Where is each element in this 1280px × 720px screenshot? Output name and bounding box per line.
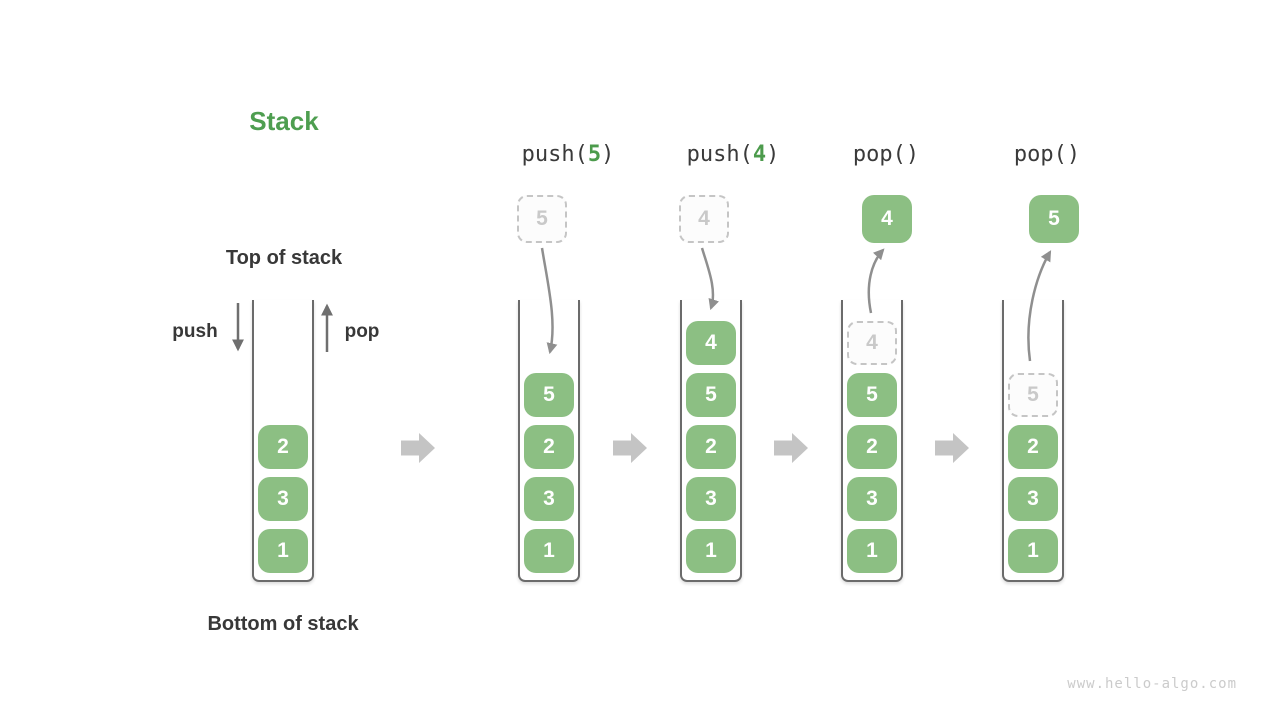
operation-label: pop(): [1014, 142, 1080, 167]
floating-item-dashed: 5: [517, 195, 567, 243]
stack-container: [518, 300, 580, 582]
bottom-of-stack-label: Bottom of stack: [207, 613, 359, 635]
stack-item: 3: [258, 477, 308, 521]
operation-arg: 5: [587, 142, 602, 167]
transition-arrow-icon: [401, 433, 435, 463]
stack-item: 2: [524, 425, 574, 469]
stack-item: 1: [847, 529, 897, 573]
stack-item: 1: [1008, 529, 1058, 573]
watermark: www.hello-algo.com: [1067, 676, 1237, 692]
stack-container: [1002, 300, 1064, 582]
operation-pre: push(: [521, 142, 588, 167]
transition-arrow-icon: [613, 433, 647, 463]
floating-item-solid: 5: [1029, 195, 1079, 243]
stack-item: 2: [686, 425, 736, 469]
stack-item: 1: [258, 529, 308, 573]
stack-container: [841, 300, 903, 582]
stack-item-ghost: 4: [847, 321, 897, 365]
stack-item: 5: [847, 373, 897, 417]
stack-item: 1: [524, 529, 574, 573]
transition-arrow-icon: [774, 433, 808, 463]
stack-container: [252, 300, 314, 582]
stack-container: [680, 300, 742, 582]
stack-item: 1: [686, 529, 736, 573]
stack-item: 3: [1008, 477, 1058, 521]
stack-item: 5: [524, 373, 574, 417]
top-of-stack-label: Top of stack: [225, 247, 343, 269]
stack-item: 2: [1008, 425, 1058, 469]
stack-item: 3: [524, 477, 574, 521]
operation-post: ): [601, 142, 615, 167]
operation-post: ): [766, 142, 780, 167]
pop-label: pop: [344, 321, 380, 342]
operation-label: push(5): [522, 142, 615, 167]
stack-item: 5: [686, 373, 736, 417]
floating-item-solid: 4: [862, 195, 912, 243]
stack-item: 3: [847, 477, 897, 521]
transition-arrow-icon: [935, 433, 969, 463]
push-label: push: [172, 321, 218, 342]
stack-item: 3: [686, 477, 736, 521]
stack-item: 2: [847, 425, 897, 469]
operation-label: push(4): [687, 142, 780, 167]
operation-arg: 4: [752, 142, 767, 167]
operation-label: pop(): [853, 142, 919, 167]
push-curve-arrow-icon: [700, 247, 719, 311]
operation-pre: push(: [686, 142, 753, 167]
diagram-title: Stack: [249, 106, 319, 136]
stack-item-ghost: 5: [1008, 373, 1058, 417]
stack-item: 4: [686, 321, 736, 365]
stack-item: 2: [258, 425, 308, 469]
floating-item-dashed: 4: [679, 195, 729, 243]
operation-pre: pop(): [852, 142, 920, 167]
operation-pre: pop(): [1013, 142, 1081, 167]
